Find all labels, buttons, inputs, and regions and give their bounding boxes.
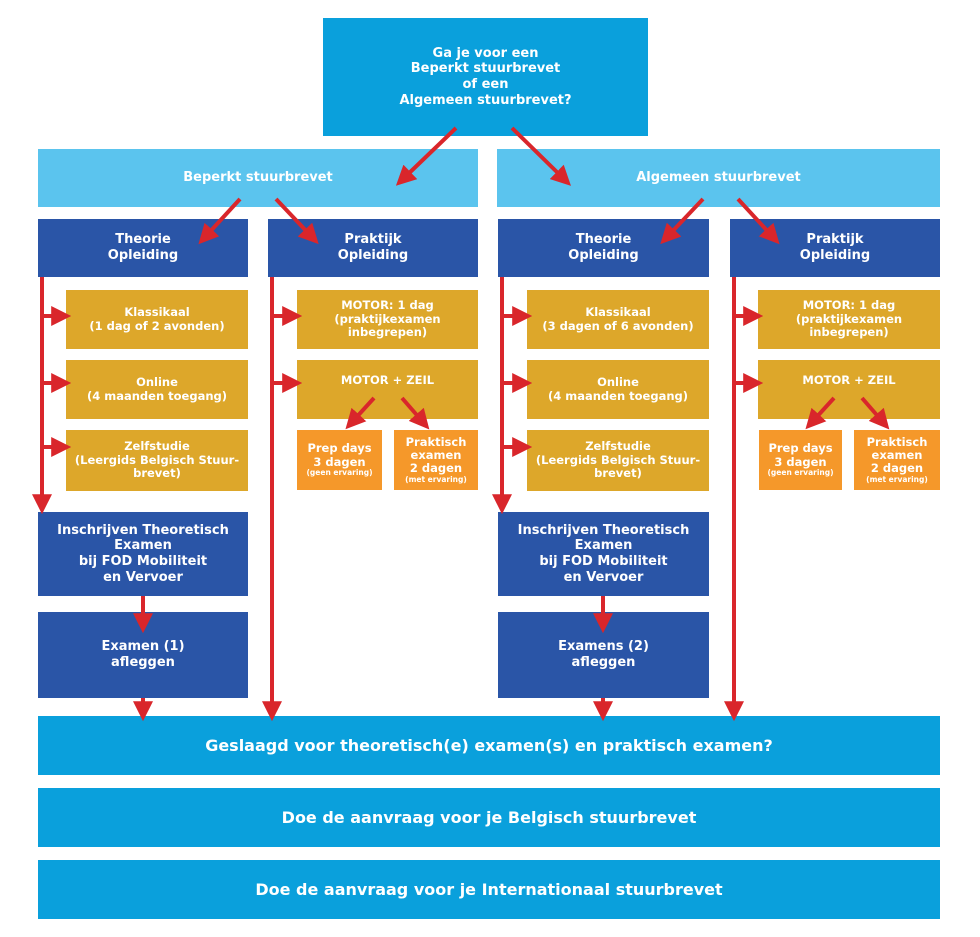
right-online-line: Online bbox=[597, 374, 639, 389]
left-zelfstudie-line: (Leergids Belgisch Stuur- bbox=[74, 452, 240, 467]
left-praktisch-note: (met ervaring) bbox=[405, 474, 467, 484]
left-motor1-box: MOTOR: 1 dag (praktijkexamen inbegrepen) bbox=[297, 290, 478, 349]
left-motor1-line: (praktijkexamen bbox=[334, 311, 441, 326]
left-inschrijven-box: Inschrijven Theoretisch Examen bij FOD M… bbox=[38, 512, 248, 596]
left-klassikaal-line: (1 dag of 2 avonden) bbox=[89, 318, 225, 333]
right-motor1-line: MOTOR: 1 dag bbox=[802, 297, 896, 312]
right-klassikaal-line: (3 dagen of 6 avonden) bbox=[542, 318, 694, 333]
left-examen-line: afleggen bbox=[111, 655, 175, 670]
right-praktisch-line: Praktisch bbox=[866, 434, 928, 449]
right-zelfstudie-line: (Leergids Belgisch Stuur- bbox=[535, 452, 701, 467]
right-praktisch-box: Praktisch examen 2 dagen (met ervaring) bbox=[854, 430, 940, 490]
top-question-box: Ga je voor een Beperkt stuurbrevet of ee… bbox=[323, 18, 648, 136]
left-prep-line: 3 dagen bbox=[313, 454, 366, 469]
arrow bbox=[395, 126, 458, 186]
left-klassikaal-line: Klassikaal bbox=[124, 304, 190, 319]
belgisch-bar: Doe de aanvraag voor je Belgisch stuurbr… bbox=[38, 788, 940, 847]
belgisch-text: Doe de aanvraag voor je Belgisch stuurbr… bbox=[281, 807, 697, 827]
beperkt-title: Beperkt stuurbrevet bbox=[183, 170, 333, 186]
arrow bbox=[400, 396, 430, 430]
right-motor1-box: MOTOR: 1 dag (praktijkexamen inbegrepen) bbox=[758, 290, 940, 349]
right-inschrijven-box: Inschrijven Theoretisch Examen bij FOD M… bbox=[498, 512, 709, 596]
right-theorie-line: Theorie bbox=[575, 232, 632, 248]
geslaagd-bar: Geslaagd voor theoretisch(e) examen(s) e… bbox=[38, 716, 940, 775]
right-examen-line: afleggen bbox=[571, 655, 636, 670]
right-praktijk-line: Opleiding bbox=[799, 248, 871, 263]
left-inschrijven-line: en Vervoer bbox=[103, 569, 183, 585]
right-inschrijven-line: bij FOD Mobiliteit bbox=[539, 554, 668, 569]
right-online-line: (4 maanden toegang) bbox=[547, 388, 689, 403]
right-praktijk-box: Praktijk Opleiding bbox=[730, 219, 940, 277]
left-praktisch-box: Praktisch examen 2 dagen (met ervaring) bbox=[394, 430, 478, 490]
left-theorie-line: Opleiding bbox=[107, 248, 179, 263]
left-zelfstudie-box: Zelfstudie (Leergids Belgisch Stuur- bre… bbox=[66, 430, 248, 491]
right-examen-line: Examens (2) bbox=[558, 639, 649, 655]
right-motor1-line: inbegrepen) bbox=[809, 325, 889, 340]
right-prep-line: Prep days bbox=[768, 441, 833, 456]
right-prep-note: (geen ervaring) bbox=[767, 467, 834, 477]
left-theorie-line: Theorie bbox=[115, 232, 171, 248]
arrow bbox=[274, 197, 319, 245]
right-klassikaal-line: Klassikaal bbox=[585, 304, 651, 319]
left-praktisch-line: Praktisch bbox=[405, 434, 467, 449]
left-praktisch-line: examen bbox=[410, 448, 462, 463]
left-praktijk-line: Praktijk bbox=[344, 232, 402, 248]
right-praktisch-line: 2 dagen bbox=[870, 461, 924, 476]
left-examen-line: Examen (1) bbox=[101, 639, 185, 655]
right-motorzeil-box: MOTOR + ZEIL bbox=[758, 360, 940, 419]
arrow bbox=[345, 396, 376, 430]
left-zelfstudie-line: brevet) bbox=[133, 466, 181, 481]
left-klassikaal-box: Klassikaal (1 dag of 2 avonden) bbox=[66, 290, 248, 349]
top-question-line: Algemeen stuurbrevet? bbox=[399, 92, 572, 108]
left-inschrijven-line: Examen bbox=[114, 538, 172, 554]
right-inschrijven-line: Inschrijven Theoretisch bbox=[517, 522, 690, 538]
arrow bbox=[660, 197, 705, 245]
geslaagd-text: Geslaagd voor theoretisch(e) examen(s) e… bbox=[205, 735, 773, 755]
right-inschrijven-line: Examen bbox=[574, 538, 633, 554]
left-online-box: Online (4 maanden toegang) bbox=[66, 360, 248, 419]
left-prep-line: Prep days bbox=[307, 441, 372, 456]
right-klassikaal-box: Klassikaal (3 dagen of 6 avonden) bbox=[527, 290, 709, 349]
internationaal-text: Doe de aanvraag voor je Internationaal s… bbox=[255, 879, 723, 899]
arrow bbox=[860, 396, 890, 430]
top-question-line: of een bbox=[462, 77, 509, 92]
right-zelfstudie-box: Zelfstudie (Leergids Belgisch Stuur- bre… bbox=[527, 430, 709, 491]
right-online-box: Online (4 maanden toegang) bbox=[527, 360, 709, 419]
left-praktijk-line: Opleiding bbox=[337, 248, 409, 263]
left-online-line: Online bbox=[136, 374, 178, 389]
left-prep-note: (geen ervaring) bbox=[306, 467, 373, 477]
right-motorzeil-label: MOTOR + ZEIL bbox=[802, 373, 896, 387]
right-zelfstudie-line: Zelfstudie bbox=[585, 438, 651, 453]
internationaal-bar: Doe de aanvraag voor je Internationaal s… bbox=[38, 860, 940, 919]
left-inschrijven-line: bij FOD Mobiliteit bbox=[78, 554, 208, 569]
right-motor1-line: (praktijkexamen bbox=[795, 311, 903, 326]
left-prep-box: Prep days 3 dagen (geen ervaring) bbox=[297, 430, 382, 490]
right-praktisch-note: (met ervaring) bbox=[866, 474, 928, 484]
arrow bbox=[510, 126, 571, 186]
left-zelfstudie-line: Zelfstudie bbox=[124, 438, 190, 453]
right-theorie-line: Opleiding bbox=[568, 248, 639, 263]
arrow bbox=[736, 197, 780, 245]
right-prep-box: Prep days 3 dagen (geen ervaring) bbox=[759, 430, 842, 490]
left-motorzeil-box: MOTOR + ZEIL bbox=[297, 360, 478, 419]
left-motor1-line: inbegrepen) bbox=[347, 325, 428, 340]
arrow bbox=[805, 396, 836, 430]
top-question-line: Beperkt stuurbrevet bbox=[410, 61, 561, 77]
left-motor1-line: MOTOR: 1 dag bbox=[341, 297, 434, 312]
right-zelfstudie-line: brevet) bbox=[594, 466, 642, 481]
arrow bbox=[198, 197, 242, 245]
top-question-line: Ga je voor een bbox=[432, 45, 539, 61]
right-prep-line: 3 dagen bbox=[774, 454, 827, 469]
left-praktisch-line: 2 dagen bbox=[409, 461, 463, 476]
algemeen-title: Algemeen stuurbrevet bbox=[636, 170, 801, 186]
right-inschrijven-line: en Vervoer bbox=[563, 569, 644, 585]
right-praktijk-line: Praktijk bbox=[806, 232, 864, 248]
right-praktisch-line: examen bbox=[871, 448, 923, 463]
left-inschrijven-line: Inschrijven Theoretisch bbox=[57, 522, 229, 538]
left-motorzeil-label: MOTOR + ZEIL bbox=[340, 373, 435, 387]
left-online-line: (4 maanden toegang) bbox=[86, 388, 228, 403]
left-praktijk-box: Praktijk Opleiding bbox=[268, 219, 478, 277]
